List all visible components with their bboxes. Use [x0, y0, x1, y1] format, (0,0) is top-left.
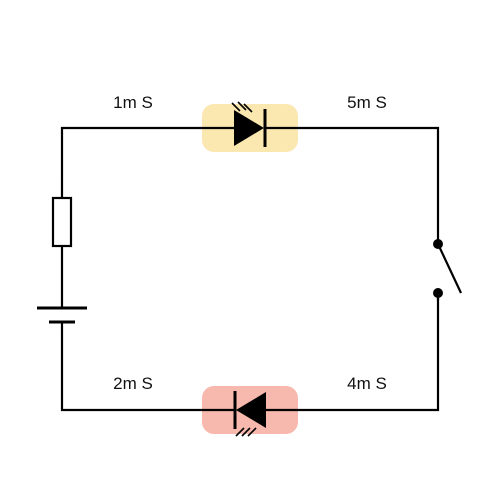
right-lower-wire: [298, 293, 440, 412]
resistor-icon: [51, 196, 73, 248]
bottom-led-triangle: [236, 392, 266, 428]
top-led-triangle: [234, 110, 264, 146]
bottom-led: [202, 386, 298, 437]
top-wire: [60, 126, 440, 218]
wires: [60, 126, 440, 412]
bottom-led-rays-icon: [235, 427, 257, 437]
top-led: [202, 101, 298, 152]
label-bottom-right: 4m S: [347, 374, 387, 393]
label-top-right: 5m S: [347, 93, 387, 112]
switch-icon: [433, 218, 462, 300]
top-led-rays-icon: [231, 101, 253, 113]
battery-icon: [37, 306, 87, 336]
bottom-left-wire: [60, 336, 202, 412]
label-bottom-left: 2m S: [113, 374, 153, 393]
label-top-left: 1m S: [113, 93, 153, 112]
